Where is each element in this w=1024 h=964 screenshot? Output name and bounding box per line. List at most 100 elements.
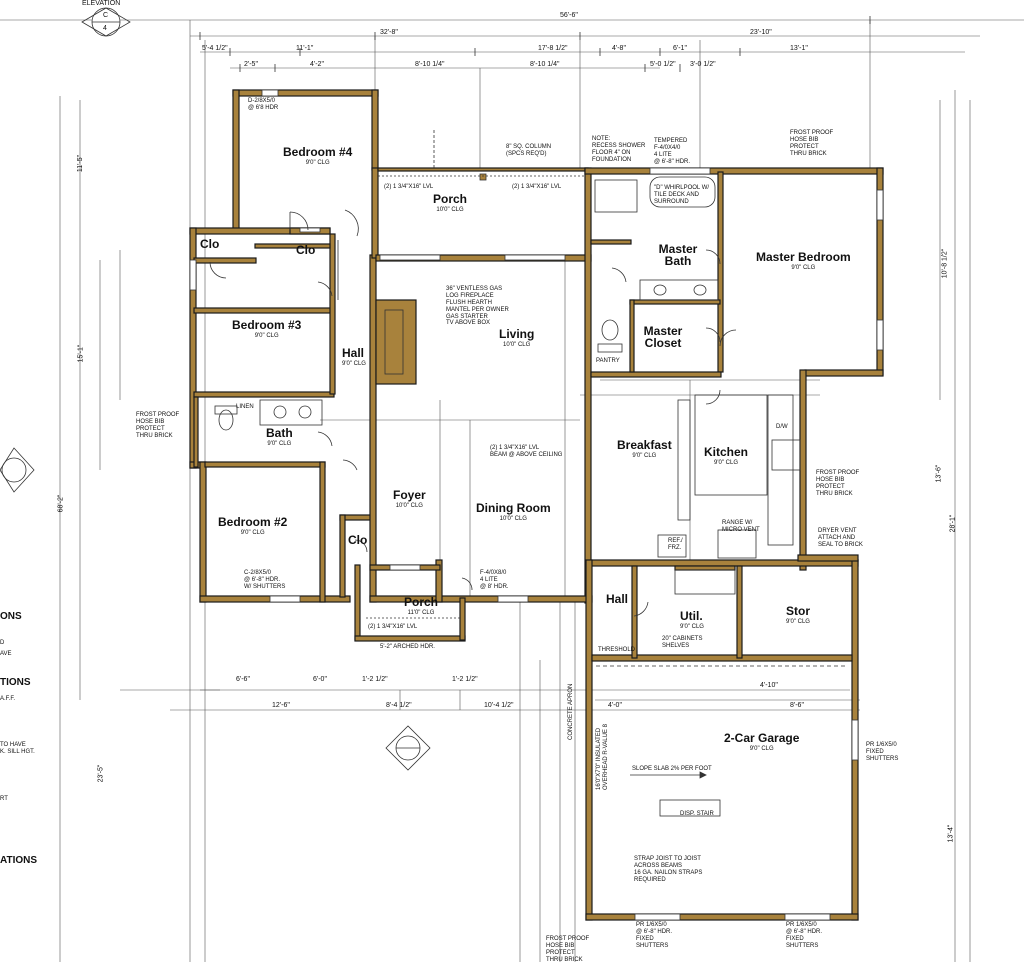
dim: 10'-8 1/2" (941, 248, 949, 279)
elevation-letter: C (103, 12, 109, 19)
note-lvl-3: (2) 1 3/4"X16" LVL (368, 624, 418, 630)
dim: 13'-1" (790, 45, 808, 52)
dim: 11'-5" (77, 154, 85, 173)
dim-right-span: 23'-10" (750, 29, 772, 36)
note-pr-1: PR 1/6X5/0 @ 6'-8" HDR. FIXED SHUTTERS (636, 922, 673, 949)
dim: 4'-0" (608, 702, 622, 709)
dim: 6'-6" (236, 676, 250, 683)
note-lvl-1: (2) 1 3/4"X16" LVL (384, 184, 434, 190)
note-dryer: DRYER VENT ATTACH AND SEAL TO BRICK (818, 528, 863, 548)
dim: 8'-10 1/4" (415, 61, 445, 68)
note-pantry: PANTRY (596, 358, 620, 364)
note-frost-1: FROST PROOF HOSE BIB PROTECT THRU BRICK (790, 130, 834, 157)
left-label-ations: ATIONS (0, 855, 38, 866)
note-whirlpool: "D" WHIRLPOOL W/ TILE DECK AND SURROUND (654, 185, 710, 205)
dim: 13'-6" (935, 464, 943, 483)
room-clo3: Clo (348, 533, 368, 547)
dim: 5'-0 1/2" (650, 61, 676, 68)
note-pr-3: PR 1/6X5/0 FIXED SHUTTERS (866, 742, 899, 762)
left-label-ons: ONS (0, 611, 22, 622)
dim: 8'-4 1/2" (386, 702, 412, 709)
dim: 8'-6" (790, 702, 804, 709)
note-f4lite: F-4/0X8/0 4 LITE @ 8' HDR. (480, 570, 509, 590)
note-disp: DISP. STAIR (680, 811, 714, 817)
note-range: RANGE W/ MICRO VENT (722, 520, 760, 533)
left-label-tions: TIONS (0, 677, 31, 688)
dim: 1'-2 1/2" (452, 676, 478, 683)
note-tempered: TEMPERED F-4/0X4/0 4 LITE @ 6'-8" HDR. (654, 138, 691, 165)
dim: 68'-2" (57, 494, 65, 513)
note-recess: NOTE: RECESS SHOWER FLOOR 4" ON FOUNDATI… (592, 136, 646, 163)
dim: 6'-1" (673, 45, 687, 52)
room-clo1: Clo (200, 237, 220, 251)
note-concrete: CONCRETE APRON (568, 683, 574, 740)
note-frost-4: FROST PROOF HOSE BIB PROTECT THRU BRICK (546, 936, 590, 963)
note-dw: D/W (776, 424, 788, 430)
room-master-bath: Master Bath (658, 242, 698, 268)
left-label-ave: AVE (0, 651, 12, 657)
dim: 12'-6" (272, 702, 290, 709)
dim: 6'-0" (313, 676, 327, 683)
dim: 8'-10 1/4" (530, 61, 560, 68)
note-fireplace: 36" VENTLESS GAS LOG FIREPLACE FLUSH HEA… (446, 286, 509, 327)
note-threshold: THRESHOLD (598, 647, 636, 653)
note-lvl-2: (2) 1 3/4"X16" LVL (512, 184, 562, 190)
left-label-aff: A.F.F. (0, 696, 16, 702)
elevation-label: ELEVATION (82, 0, 121, 7)
dim: 15'-1" (77, 344, 85, 363)
note-column: 8" SQ. COLUMN (SPCS REQ'D) (506, 144, 552, 157)
dim: 17'-8 1/2" (538, 45, 568, 52)
elevation-number: 4 (103, 25, 107, 32)
dim: 5'-4 1/2" (202, 45, 228, 52)
elevation-marker-top (81, 7, 131, 37)
dim: 1'-2 1/2" (362, 676, 388, 683)
dim: 2'-5" (244, 61, 258, 68)
note-cabinets: 20" CABINETS SHELVES (662, 636, 703, 649)
room-hall2: Hall (606, 592, 629, 606)
dim: 4'-8" (612, 45, 626, 52)
dim: 11'-1" (296, 45, 314, 52)
note-beam: (2) 1 3/4"X16" LVL BEAM @ ABOVE CEILING (490, 445, 563, 458)
left-label-d: D (0, 640, 5, 646)
note-frost-3: FROST PROOF HOSE BIB PROTECT THRU BRICK (816, 470, 860, 497)
dim: 4'-10" (760, 682, 778, 689)
note-arched: 5'-2" ARCHED HDR. (380, 644, 435, 650)
dim-total: 56'-6" (560, 12, 578, 19)
room-master-closet: Master Closet (643, 324, 683, 350)
note-slope: SLOPE SLAB 2% PER FOOT (632, 766, 712, 772)
left-label-sill: TO HAVE K. SILL HGT. (0, 742, 35, 755)
note-frost-2: FROST PROOF HOSE BIB PROTECT THRU BRICK (136, 412, 180, 439)
room-clo2: Clo (296, 243, 316, 257)
note-overhead: 16'0"X7'0" INSULATED OVERHEAD R-VALUE 8 (596, 724, 609, 790)
dim: 10'-4 1/2" (484, 702, 514, 709)
note-linen: LINEN (236, 404, 254, 410)
dim-left-span: 32'-8" (380, 29, 398, 36)
dim: 13'-4" (947, 824, 955, 843)
note-ref: REF./ FRZ. (668, 538, 683, 551)
note-strap: STRAP JOIST TO JOIST ACROSS BEAMS 16 GA.… (634, 856, 703, 883)
dim: 4'-2" (310, 61, 324, 68)
dim: 23'-5" (97, 764, 105, 783)
note-window-bedroom2: C-2/8X5/0 @ 6'-8" HDR. W/ SHUTTERS (244, 570, 286, 590)
room-util: Util.9'0" CLG (680, 609, 704, 630)
left-label-rt: RT (0, 796, 8, 802)
note-window-bedroom4: D-2/8X5/0 @ 6'8 HDR (248, 98, 279, 111)
dim: 28'-1" (949, 514, 957, 533)
note-pr-2: PR 1/6X5/0 @ 6'-8" HDR. FIXED SHUTTERS (786, 922, 823, 949)
dim: 3'-0 1/2" (690, 61, 716, 68)
